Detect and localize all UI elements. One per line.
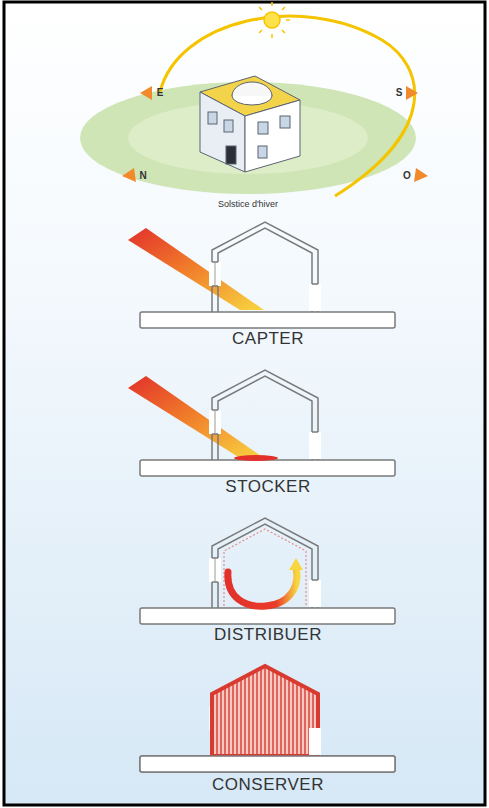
- compass-marks: [122, 86, 428, 182]
- compass-letter: O: [403, 170, 411, 181]
- compass-letter: N: [139, 170, 146, 181]
- step-label: CONSERVER: [212, 776, 324, 795]
- scene-caption: Solstice d'hiver: [218, 200, 278, 210]
- compass-letter: E: [157, 87, 164, 98]
- panel-conserver: [140, 666, 395, 772]
- step-label: STOCKER: [225, 478, 310, 497]
- solstice-scene: [80, 2, 428, 196]
- step-label: DISTRIBUER: [214, 626, 322, 645]
- sun: [254, 2, 290, 38]
- compass-letter: S: [396, 87, 403, 98]
- step-label: CAPTER: [232, 330, 304, 349]
- panel-capter: [128, 222, 395, 328]
- building: [200, 76, 300, 172]
- panel-stocker: [128, 370, 395, 476]
- panel-distribuer: [140, 518, 395, 624]
